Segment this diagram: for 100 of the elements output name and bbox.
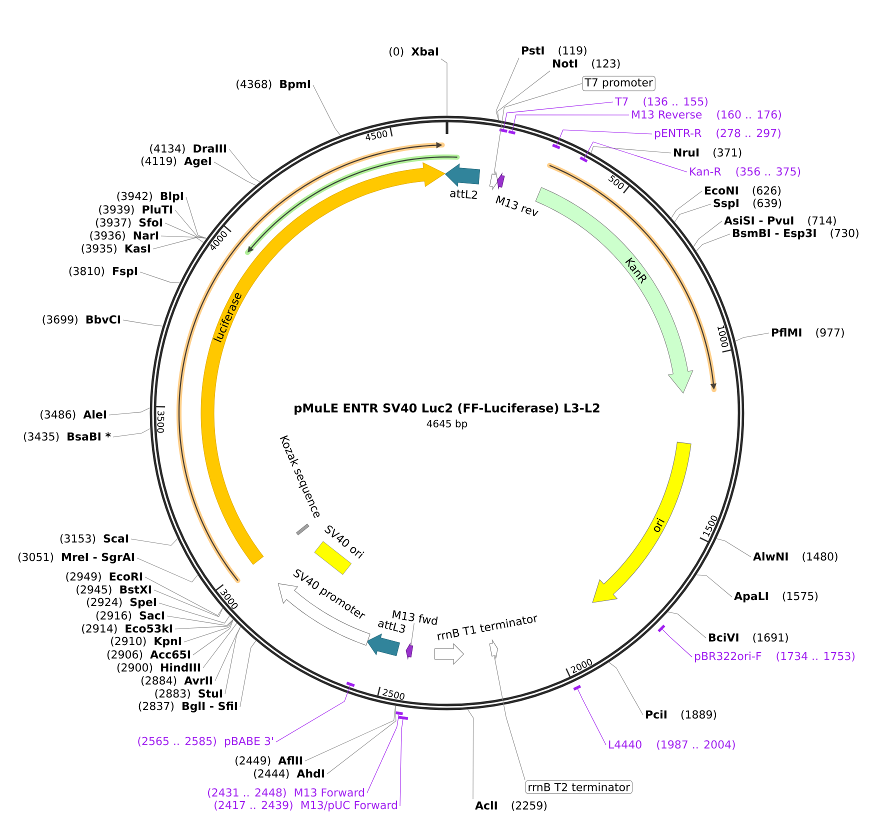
site-label: (2884) AvrII [141,676,212,686]
feature-bar [296,524,310,536]
leader-line [668,612,706,638]
callout-box: rrnB T2 terminator [525,780,633,794]
leader-line [214,626,241,682]
leader-line [735,332,770,342]
feature-block [489,172,498,190]
primer-mark [573,684,581,691]
site-label: (3153) ScaI [60,534,128,544]
site-label: NotI (123) [553,59,620,69]
leader-line [674,204,712,222]
leader-line [144,576,223,616]
primer-mark [552,144,560,150]
site-label: (3937) SfoI [96,218,162,228]
site-label: AlwNI (1480) [753,552,838,562]
site-label: (2444) AhdI [254,769,324,779]
site-label: (2949) EcoRI [66,572,142,582]
leader-line [496,58,520,121]
leader-line [366,714,400,794]
leader-line [304,705,396,762]
feature-label: attL3 [378,620,406,633]
site-label: EcoNI (626) [705,186,781,196]
site-label: (2910) KpnI [111,636,181,648]
scale-number: 4500 [366,130,388,140]
primer-mark [395,711,403,716]
site-label: (3486) AleI [40,410,106,420]
site-label: PciI (1889) [646,710,716,720]
feature-block [406,643,414,659]
site-label: (2883) StuI [155,689,222,699]
primer-mark [346,682,355,687]
primer-label: M13 Reverse (160 .. 176) [632,110,781,120]
site-label: (3699) BbvCI [42,315,120,325]
leader-line [312,84,341,136]
leader-line [512,114,630,132]
leader-line [276,685,350,742]
leader-line [240,640,256,708]
leader-line [440,58,448,116]
leader-line [467,709,474,800]
primer-label: (2565 .. 2585) pBABE 3' [138,736,273,748]
site-label: (3810) FspI [69,266,137,278]
site-label: (2924) SpeI [87,598,156,608]
leader-line [497,70,550,121]
site-label: (2916) SacI [96,611,164,621]
site-label: ApaLI (1575) [734,592,818,602]
scale-number: 2500 [382,688,404,700]
site-label: (4368) BpmI [236,80,310,90]
leader-line [228,148,260,182]
leader-line [326,705,396,774]
feature-block [489,640,498,659]
feature-label: attL2 [450,190,478,199]
leader-line [174,210,207,239]
leader-line [140,272,180,283]
site-label: SspI (639) [714,198,782,210]
scale-number: 500 [608,174,624,189]
site-label: (3051) MreI - SgrAI [18,552,134,564]
leader-line [608,662,644,716]
leader-line [136,558,198,582]
leader-line [224,626,241,694]
leader-line [696,574,732,598]
feature-label: rrnB T1 terminator [437,616,538,640]
leader-line [184,619,234,642]
scale-number: 1500 [702,516,718,537]
primer-label: (2431 .. 2448) M13 Forward [208,788,364,798]
leader-line [202,622,238,668]
primer-mark [499,128,508,133]
primer-mark [398,716,408,720]
leader-line [174,619,234,630]
primer-label: pBR322ori-F (1734 .. 1753) [695,652,855,662]
leader-line [693,220,722,248]
leader-line [152,237,204,250]
leader-line [186,196,207,239]
scale-number: 2000 [570,658,592,674]
site-label: (2945) BstXI [76,585,151,595]
leader-line [192,619,234,656]
leader-line [671,190,702,218]
site-label: (2914) Eco53kI [82,624,172,634]
leader-line [108,408,150,416]
scale-number: 1000 [718,325,728,348]
leader-line [494,655,526,780]
site-label: (3942) BlpI [117,192,183,202]
site-label: NruI (371) [674,148,742,158]
site-label: (4134) DraIII [150,144,226,154]
site-label: (2837) BglI - SfiI [138,702,237,712]
site-label: (3936) NarI [90,231,158,241]
leader-line [494,83,582,175]
leader-line [503,102,614,130]
primer-label: L4440 (1987 .. 2004) [609,740,735,750]
callout-box: T7 promoter [582,76,656,92]
primer-mark [580,156,588,162]
site-label: (0) XbaI [390,47,438,57]
primer-label: Kan-R (356 .. 375) [690,167,800,177]
leader-line [556,130,652,146]
site-label: AsiSI - PvuI (714) [724,216,836,226]
site-label: BsmBI - Esp3I (730) [733,228,858,240]
leader-line [122,320,164,326]
feature-block [366,634,400,656]
site-label: (3935) KasI [82,244,150,254]
feature-block [434,644,464,665]
site-label: AclI (2259) [475,801,547,811]
leader-line [696,234,730,252]
